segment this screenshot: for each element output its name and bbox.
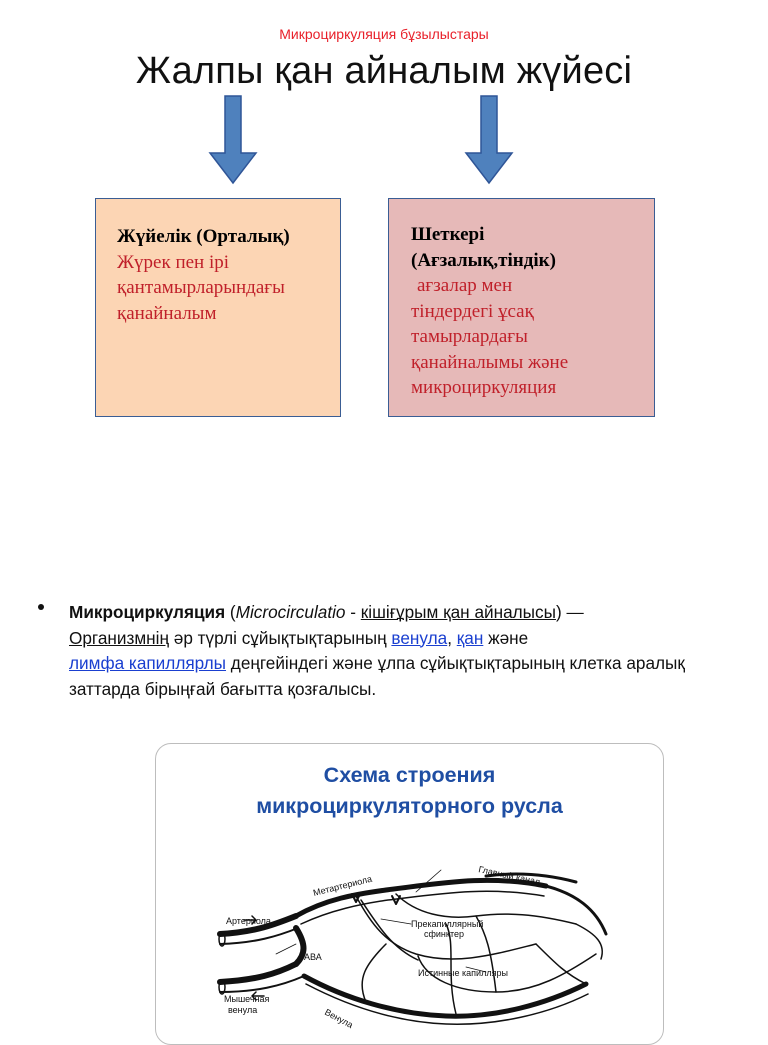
box-text-line: қантамырларындағы bbox=[117, 277, 285, 298]
text: ) — bbox=[555, 602, 584, 622]
down-arrow-icon bbox=[208, 95, 258, 185]
microcirculation-diagram: Схема строения микроциркуляторного русла bbox=[155, 743, 664, 1045]
sphincter-mark bbox=[391, 895, 401, 905]
label-true-capillaries: Истинные капилляры bbox=[418, 968, 508, 978]
box-text-line: қанайналым bbox=[117, 302, 217, 324]
link-venula[interactable]: венула bbox=[391, 627, 448, 648]
text: және bbox=[483, 627, 529, 648]
label-precapillary-1: Прекапиллярный bbox=[411, 919, 483, 929]
systemic-circulation-box: Жүйелік (Орталық) Жүрек пен ірі қантамыр… bbox=[95, 198, 341, 417]
box-text-line: қанайналымы және bbox=[411, 351, 569, 373]
label-muscular-venule-2: венула bbox=[228, 1005, 257, 1015]
text: - bbox=[345, 602, 361, 622]
diagram-title-line2: микроциркуляторного русла bbox=[256, 794, 563, 818]
definition-paragraph: Микроциркуляция (Microcirculatio - кішіғ… bbox=[69, 600, 724, 702]
ava-shunt bbox=[293, 925, 307, 967]
label-precapillary-2: сфинктер bbox=[424, 929, 464, 939]
link-blood[interactable]: қан bbox=[456, 627, 484, 648]
box-text-line: тіндердегі ұсақ bbox=[411, 300, 534, 322]
bullet-icon bbox=[38, 604, 44, 610]
peripheral-circulation-box: Шеткері (Ағзалық,тіндік) ағзалар мен тін… bbox=[388, 198, 655, 417]
translation: кішіғұрым қан айналысы bbox=[360, 602, 556, 622]
label-muscular-venule-1: Мышечная bbox=[224, 994, 270, 1004]
diagram-title-line1: Схема строения bbox=[323, 763, 496, 787]
vessel-network-drawing: Главный канал Метартериола Артериола Пре… bbox=[217, 864, 608, 1030]
text: ( bbox=[225, 602, 236, 622]
text: әр түрлі сұйықтықтарының bbox=[168, 627, 392, 648]
slide-subtitle: Микроциркуляция бұзылыстары bbox=[279, 26, 489, 42]
label-arteriole: Артериола bbox=[226, 916, 271, 926]
text: , bbox=[447, 627, 457, 648]
term: Микроциркуляция bbox=[69, 602, 226, 622]
box-heading: Шеткері bbox=[411, 224, 485, 245]
organism-word: Организмнің bbox=[69, 627, 169, 648]
arteriole-vessel bbox=[217, 913, 299, 937]
box-text-line: тамырлардағы bbox=[411, 326, 528, 347]
venule-vessel bbox=[217, 961, 299, 985]
slide-title: Жалпы қан айналым жүйесі bbox=[135, 50, 633, 92]
metarteriole-vessel bbox=[293, 877, 549, 919]
box-heading: Жүйелік (Орталық) bbox=[117, 226, 290, 247]
label-ava: АВА bbox=[304, 952, 322, 962]
box-heading: (Ағзалық,тіндік) bbox=[411, 249, 556, 271]
link-lymph-capillaries[interactable]: лимфа капиллярлы bbox=[69, 653, 227, 673]
box-text-line: Жүрек пен ірі bbox=[117, 251, 230, 273]
label-venule: Венула bbox=[323, 1007, 355, 1030]
latin-term: Microcirculatio bbox=[235, 602, 346, 622]
down-arrow-icon bbox=[464, 95, 514, 185]
box-text-line: ағзалар мен bbox=[417, 275, 513, 296]
box-text-line: микроциркуляция bbox=[411, 377, 557, 398]
text: деңгейіндегі және ұлпа сұйықтықтарының к… bbox=[69, 653, 685, 699]
true-capillary bbox=[355, 895, 537, 960]
